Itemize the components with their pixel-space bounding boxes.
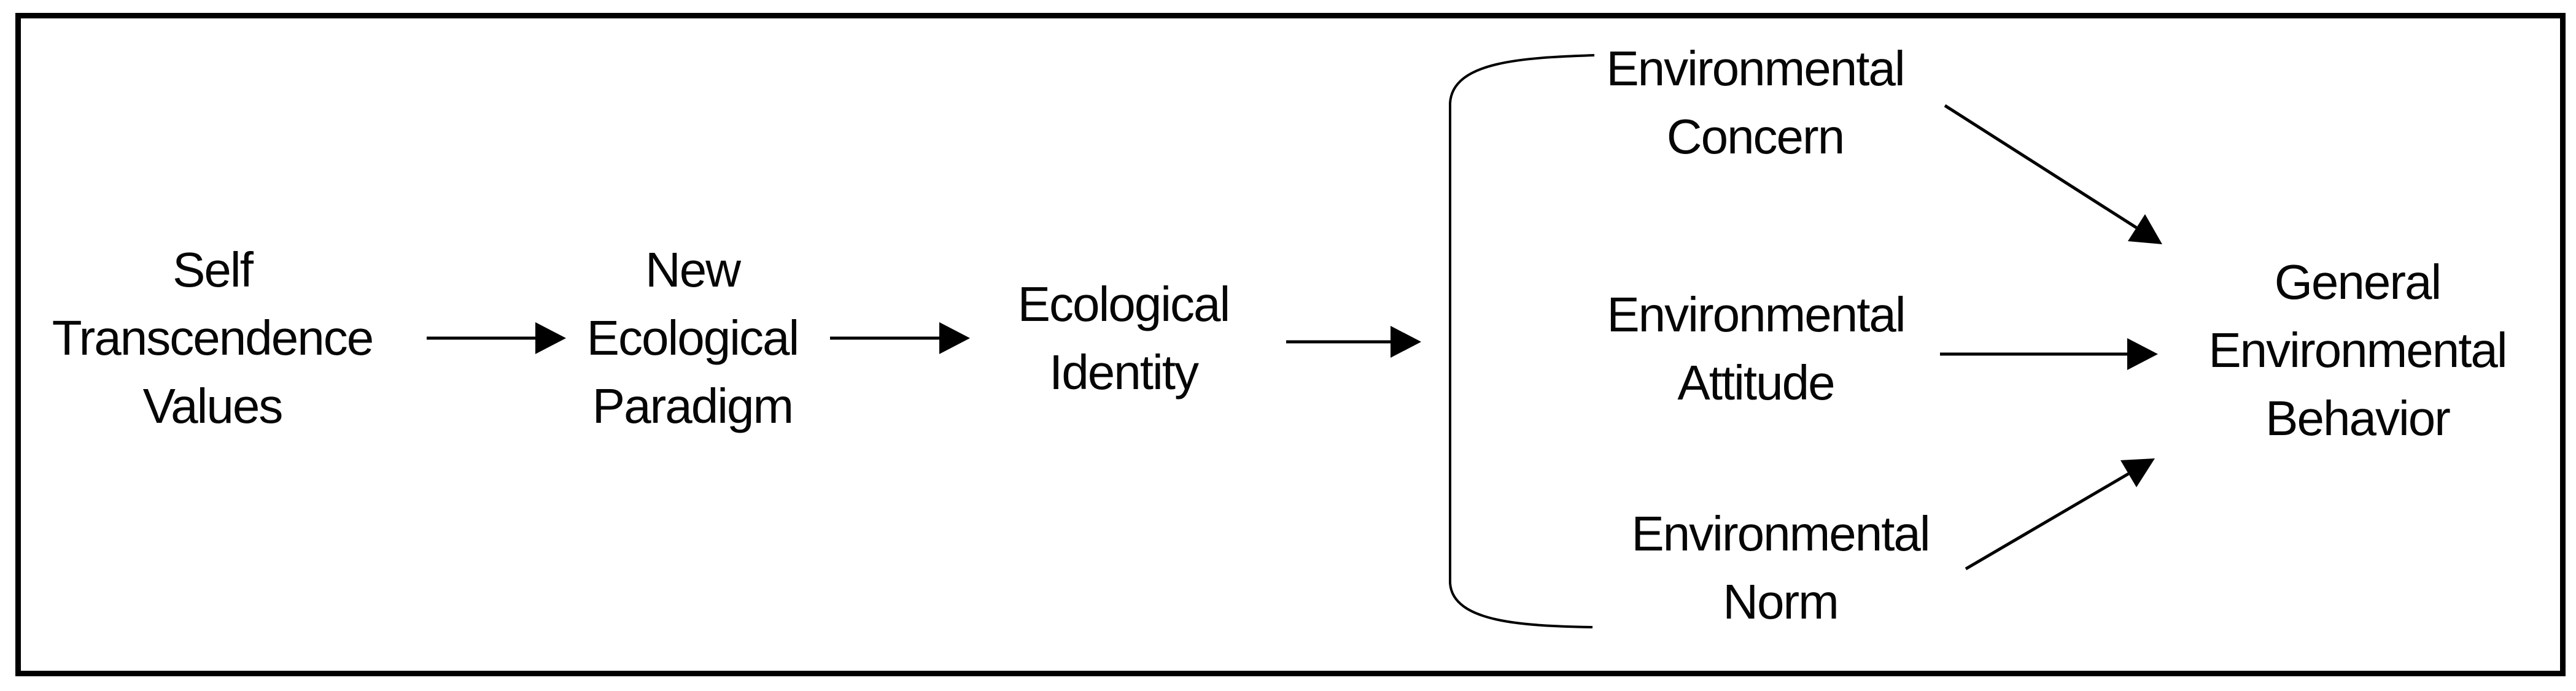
node-general-environmental-behavior: General Environmental Behavior xyxy=(2208,248,2507,452)
node-label-line: General xyxy=(2274,255,2442,309)
node-label-line: Self xyxy=(173,242,254,297)
node-label-line: Values xyxy=(142,379,284,433)
node-self-transcendence-values: Self Transcendence Values xyxy=(52,236,374,440)
node-label-line: Concern xyxy=(1666,109,1845,164)
node-label-line: Environmental xyxy=(1631,506,1930,561)
node-label-line: Paradigm xyxy=(592,379,794,433)
node-label-line: Ecological xyxy=(1017,277,1231,331)
outer-border-frame xyxy=(15,13,2566,676)
node-ecological-identity: Ecological Identity xyxy=(1017,270,1231,406)
node-label-line: Environmental xyxy=(2208,323,2507,377)
arrow-identity-to-group xyxy=(1286,326,1421,358)
arrow-paradigm-to-identity xyxy=(830,322,970,354)
node-environmental-concern: Environmental Concern xyxy=(1606,34,1905,171)
node-environmental-attitude: Environmental Attitude xyxy=(1607,280,1906,417)
node-label-line: Attitude xyxy=(1677,355,1835,410)
node-label-line: New xyxy=(645,242,741,297)
arrow-attitude-to-behavior xyxy=(1940,338,2158,370)
node-new-ecological-paradigm: New Ecological Paradigm xyxy=(586,236,800,440)
node-environmental-norm: Environmental Norm xyxy=(1631,500,1930,636)
group-bracket xyxy=(1449,54,1595,628)
arrow-concern-to-behavior xyxy=(1944,104,2162,244)
node-label-line: Environmental xyxy=(1606,41,1905,96)
node-label-line: Behavior xyxy=(2265,391,2451,446)
arrow-norm-to-behavior xyxy=(1965,458,2155,571)
node-label-line: Norm xyxy=(1723,574,1839,629)
node-label-line: Ecological xyxy=(586,311,800,365)
node-label-line: Environmental xyxy=(1607,287,1906,342)
node-label-line: Identity xyxy=(1049,345,1199,400)
node-label-line: Transcendence xyxy=(52,311,374,365)
arrow-values-to-paradigm xyxy=(427,322,566,354)
